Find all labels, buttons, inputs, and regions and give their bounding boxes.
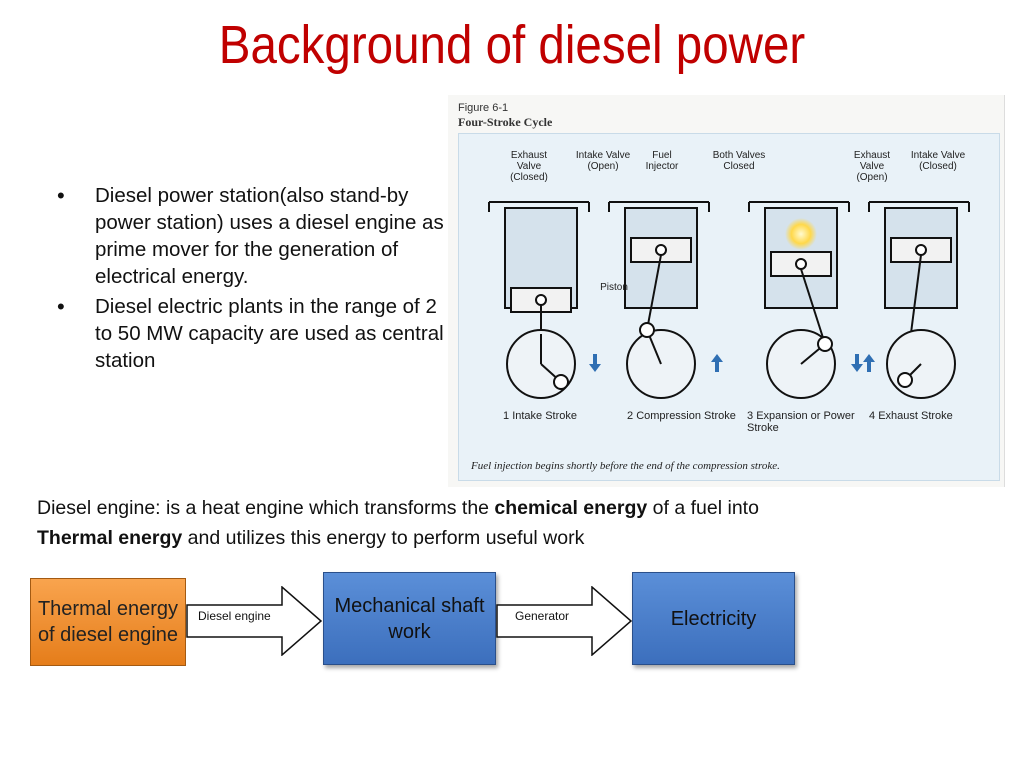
flow-box-electricity: Electricity (632, 572, 795, 665)
stroke-direction-arrows (589, 354, 875, 372)
diesel-engine-definition: Diesel engine: is a heat engine which tr… (37, 497, 759, 549)
label-intake-closed: Intake Valve (Closed) (910, 150, 966, 172)
label-both-closed: Both Valves Closed (712, 150, 766, 172)
stroke-label-3: 3 Expansion or Power Stroke (747, 410, 855, 434)
stroke-label-2: 2 Compression Stroke (627, 410, 736, 422)
flow-arrow-generator (496, 586, 633, 656)
bullet-item: Diesel power station(also stand-by power… (55, 182, 445, 290)
figure-title: Four-Stroke Cycle (458, 115, 553, 129)
label-intake-open: Intake Valve (Open) (575, 150, 631, 172)
flow-box-thermal: Thermal energy of diesel engine (30, 578, 186, 666)
bold-chemical-energy: chemical energy (494, 497, 648, 519)
four-stroke-illustration (488, 201, 970, 399)
cylinder-4 (868, 201, 970, 399)
label-exhaust-open: Exhaust Valve (Open) (853, 150, 891, 183)
arrow-label-diesel-engine: Diesel engine (198, 609, 271, 623)
label-fuel-injector: Fuel Injector (645, 150, 679, 172)
bullet-item: Diesel electric plants in the range of 2… (55, 293, 445, 374)
four-stroke-figure: Figure 6-1 Four-Stroke Cycle (448, 95, 1005, 487)
cylinder-1 (488, 201, 590, 399)
figure-number: Figure 6-1 (458, 102, 509, 114)
cylinder-3 (748, 201, 850, 399)
figure-note: Fuel injection begins shortly before the… (471, 460, 780, 472)
arrow-label-generator: Generator (515, 609, 570, 623)
bold-thermal-energy: Thermal energy (37, 527, 183, 549)
flow-box-mechanical: Mechanical shaft work (323, 572, 496, 665)
stroke-label-4: 4 Exhaust Stroke (869, 410, 953, 422)
bullet-list: Diesel power station(also stand-by power… (55, 182, 445, 377)
page-title: Background of diesel power (218, 15, 806, 75)
figure-panel: Exhaust Valve (Closed) Intake Valve (Ope… (458, 133, 1000, 481)
stroke-label-1: 1 Intake Stroke (503, 410, 578, 422)
figure-caption: Figure 6-1 Four-Stroke Cycle (458, 101, 552, 129)
cylinder-2 (608, 201, 710, 399)
label-piston: Piston (600, 282, 628, 293)
label-exhaust-closed: Exhaust Valve (Closed) (510, 150, 548, 183)
flow-arrow-diesel-engine (186, 586, 323, 656)
